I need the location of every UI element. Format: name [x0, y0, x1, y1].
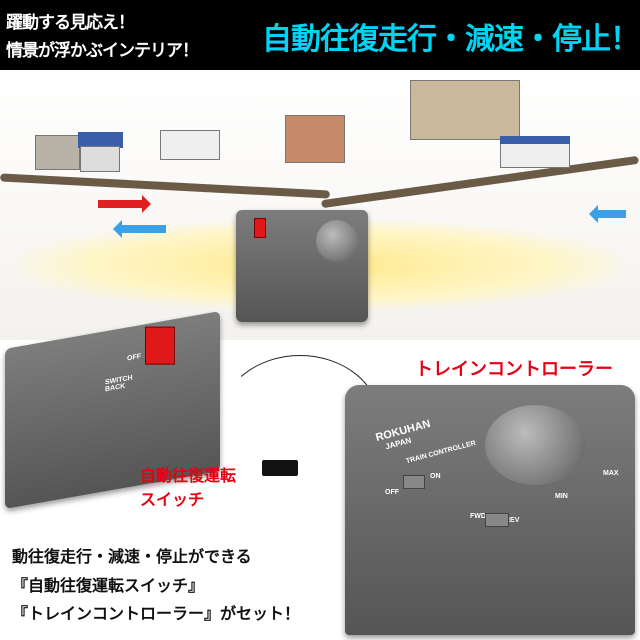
off-label: OFF: [385, 489, 399, 496]
description-line-1: 動往復走行・減速・停止ができる: [12, 547, 252, 566]
building: [80, 146, 120, 172]
max-label: MAX: [603, 470, 619, 477]
description-line-2: 『自動往復運転スイッチ』: [12, 576, 205, 595]
direction-switch: [485, 513, 509, 527]
speed-knob: [485, 405, 585, 485]
speed-knob: [316, 220, 358, 262]
arrow-left-icon: [589, 205, 626, 223]
arrow-right-icon: [98, 195, 151, 213]
layout-diorama-photo: [0, 70, 640, 340]
station-building: [160, 130, 220, 160]
rail-track-left: [0, 173, 330, 199]
on-label: ON: [430, 473, 441, 480]
rev-label: REV: [505, 517, 520, 524]
power-switch: [403, 475, 425, 489]
small-controller-set: [236, 210, 368, 322]
description-line-3: 『トレインコントローラー』がセット！: [12, 604, 301, 623]
building: [285, 115, 345, 163]
switch-lever: [145, 326, 175, 365]
building-roof: [78, 132, 123, 148]
controller-callout: トレインコントローラー: [415, 359, 613, 380]
building: [35, 135, 80, 170]
toggle-switch: [254, 218, 266, 238]
tagline-1: 躍動する見応え！: [6, 13, 135, 33]
building: [410, 80, 520, 140]
controller-name-label: TRAIN CONTROLLER: [405, 439, 477, 466]
switch-back-label: SWITCH BACK: [105, 374, 133, 394]
off-label: OFF: [127, 352, 141, 363]
top-banner: 躍動する見応え！ 情景が浮かぶインテリア！ 自動往復走行・減速・停止！: [0, 0, 640, 70]
rail-track-right: [321, 155, 639, 209]
switch-callout-1: 自動往復運転: [140, 466, 237, 485]
min-label: MIN: [555, 493, 568, 500]
headline: 自動往復走行・減速・停止！: [262, 22, 640, 57]
train-controller: ROKUHAN JAPAN TRAIN CONTROLLER OFF ON FW…: [345, 385, 635, 635]
fwd-label: FWD: [470, 513, 486, 520]
connector-plug: [262, 460, 298, 476]
switch-callout-2: スイッチ: [140, 490, 205, 509]
arrow-left-icon: [113, 220, 166, 238]
station-building: [500, 142, 570, 168]
station-roof: [500, 136, 570, 144]
tagline-2: 情景が浮かぶインテリア！: [6, 41, 199, 61]
